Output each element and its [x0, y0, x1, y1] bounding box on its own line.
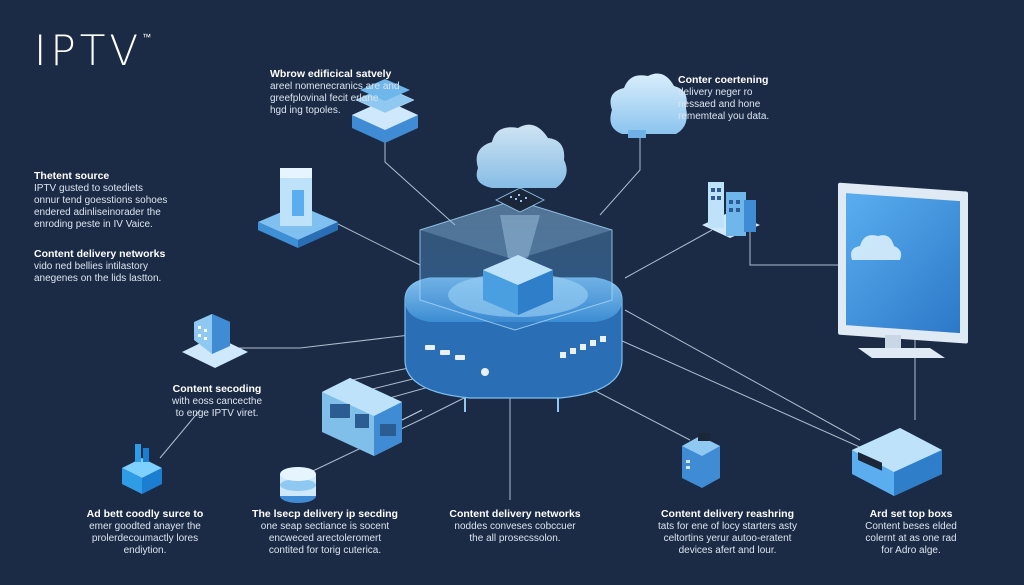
cloud-icon-center [476, 124, 567, 188]
server-tower-icon [258, 168, 338, 248]
cube-icon [122, 444, 162, 494]
set-top-box-icon [852, 428, 942, 496]
connector-right-mid [619, 339, 901, 466]
central-router [404, 187, 623, 412]
connector-right-cloud [599, 135, 641, 216]
label-left-3-title: Content secoding [172, 383, 262, 395]
label-left-3-line-2: to enge IPTV viret. [175, 408, 259, 419]
label-bottom-1-title: Ad bett coodly surce to [86, 508, 204, 520]
label-bottom-1-line-2: prolerdecoumactly lores [91, 533, 199, 544]
label-bottom-2: The lsecp delivery ip secding one seap s… [250, 508, 400, 557]
data-center-icon [702, 182, 760, 238]
label-bottom-4-title: Content delivery reashring [660, 508, 795, 520]
label-bottom-2-title: The lsecp delivery ip secding [252, 508, 398, 520]
label-bottom-2-line-1: one seap sectiance is socent [260, 521, 390, 532]
monitor-icon [838, 182, 968, 358]
label-bottom-2-line-2: encweced arectoleromert [268, 533, 382, 544]
label-left-1-line-2: onnur tend goesstions sohoes [34, 195, 168, 206]
connector-left-building [225, 334, 411, 349]
label-bottom-5: Ard set top boxs Content beses elded col… [846, 508, 976, 557]
label-top-right-line-1: delivery neger ro [678, 87, 753, 98]
label-bottom-5-line-2: colernt at as one rad [865, 533, 957, 544]
label-left-3: Content secoding with eoss cancecthe to … [152, 383, 282, 420]
chip-icon [495, 187, 545, 213]
label-left-1-line-4: enroding peste in IV Vaice. [34, 219, 153, 230]
label-bottom-4-line-2: celtortins yerur autoo-eratent [663, 533, 792, 544]
label-left-2: Content delivery networks vido ned belli… [34, 248, 194, 285]
label-bottom-5-line-1: Content beses elded [865, 521, 957, 532]
label-bottom-4: Content delivery reashring tats for ene … [640, 508, 815, 557]
label-left-1-line-1: IPTV gusted to sotediets [34, 183, 143, 194]
label-left-2-line-2: anegenes on the lids lastton. [34, 273, 162, 284]
label-bottom-4-line-3: devices afert and lour. [678, 545, 777, 556]
connector-top-server [384, 135, 456, 226]
label-left-1: Thetent source IPTV gusted to sotediets … [34, 170, 194, 231]
label-top-right: Conter coertening delivery neger ro ness… [678, 74, 788, 123]
server-stack-icon [352, 79, 418, 143]
label-top-center-line-1: areel nomenecranics are and [270, 81, 400, 92]
label-bottom-5-title: Ard set top boxs [869, 508, 953, 520]
label-bottom-1-line-3: endiytion. [123, 545, 167, 556]
label-top-right-line-2: nessaed and hone [678, 99, 761, 110]
label-bottom-1-line-1: emer goodted anayer the [89, 521, 201, 532]
media-player-icon [682, 433, 720, 488]
label-bottom-3-line-2: the all prosecssolon. [469, 533, 561, 544]
label-left-3-line-1: with eoss cancecthe [171, 396, 263, 407]
connector-database [297, 394, 471, 479]
label-top-center-title: Wbrow edificical satvely [270, 68, 392, 80]
label-bottom-4-line-1: tats for ene of locy starters asty [658, 521, 797, 532]
label-bottom-3: Content delivery networks noddes convese… [440, 508, 590, 545]
trademark-mark: ™ [142, 33, 152, 43]
label-left-2-title: Content delivery networks [34, 248, 166, 260]
cloud-icon-right [610, 73, 687, 138]
database-icon [280, 467, 316, 503]
label-top-right-title: Conter coertening [678, 74, 769, 86]
connector-left-cube [159, 409, 201, 459]
label-top-right-line-3: rememteal you data. [678, 111, 770, 122]
label-top-center-line-3: hgd ing topoles. [270, 105, 341, 116]
connector-right-buildings [624, 229, 713, 279]
connector-right-long [624, 309, 861, 441]
iptv-logo: IPTV™ [34, 26, 151, 75]
logo-text: IPTV [34, 26, 143, 75]
office-building-icon [182, 314, 248, 368]
label-bottom-3-title: Content delivery networks [449, 508, 581, 520]
connector-monitor [749, 230, 840, 266]
label-left-1-line-3: endered adinliseinorader the [34, 207, 161, 218]
label-bottom-3-line-1: noddes conveses cobccuer [454, 521, 576, 532]
label-bottom-5-line-3: for Adro alge. [881, 545, 941, 556]
label-top-center: Wbrow edificical satvely areel nomenecra… [270, 68, 430, 117]
label-left-2-line-1: vido ned bellies intilastory [34, 261, 148, 272]
label-bottom-2-line-3: contited for torig cuterica. [268, 545, 382, 556]
switch-device-icon [322, 378, 423, 456]
label-top-center-line-2: greefplovinal fecit erlane [270, 93, 379, 104]
label-bottom-1: Ad bett coodly surce to emer goodted ana… [80, 508, 210, 557]
label-left-1-title: Thetent source [34, 170, 110, 182]
